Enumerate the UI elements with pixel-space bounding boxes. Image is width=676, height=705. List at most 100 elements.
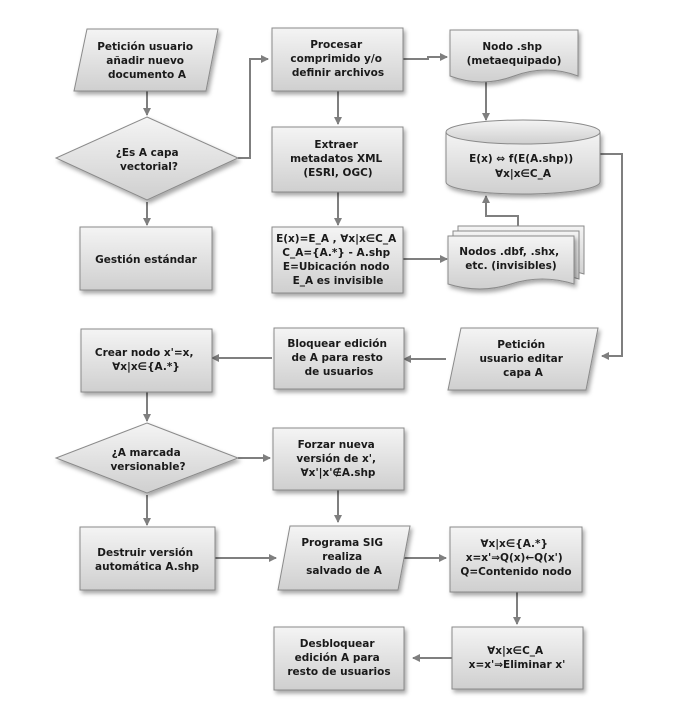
es-vectorial-line-1: ¿Es A capa bbox=[116, 147, 179, 159]
destruir-version-line-1: Destruir versión bbox=[97, 547, 193, 559]
edge-vectorial-to-procesar bbox=[238, 55, 269, 159]
definicion-ca-line-1: E(x)=E_A , ∀x|x∈C_A bbox=[276, 233, 397, 245]
eliminar-label: ∀x|x∈C_A x=x'⇒Eliminar x' bbox=[469, 645, 566, 671]
node-procesar: Procesar comprimido y/o definir archivos bbox=[271, 27, 404, 92]
node-definicion-ca: E(x)=E_A , ∀x|x∈C_A C_A={A.*} - A.shp E=… bbox=[271, 226, 404, 294]
flowchart-nodes: Petición usuario añadir nuevo documento … bbox=[54, 27, 601, 691]
peticion-nuevo-line-2: añadir nuevo bbox=[106, 55, 184, 67]
nodo-shp-line-2: (metaequipado) bbox=[467, 55, 562, 67]
es-vectorial-shape bbox=[54, 116, 240, 201]
definicion-ca-line-3: E=Ubicación nodo bbox=[283, 261, 390, 273]
eliminar-shape bbox=[451, 626, 584, 690]
node-versionable: ¿A marcada versionable? bbox=[54, 422, 240, 494]
gestion-estandar-line-1: Gestión estándar bbox=[95, 254, 198, 266]
base-datos-line-2: ∀x|x∈C_A bbox=[495, 168, 552, 180]
gestion-estandar-shape bbox=[79, 226, 213, 291]
definicion-ca-shape bbox=[271, 226, 404, 294]
procesar-line-1: Procesar bbox=[310, 39, 363, 51]
extraer-metadatos-label: Extraer metadatos XML (ESRI, OGC) bbox=[290, 139, 386, 179]
bloquear-shape bbox=[273, 327, 405, 390]
flowchart-edges bbox=[143, 53, 623, 662]
nodos-invisibles-front bbox=[447, 235, 575, 290]
nodo-shp-label: Nodo .shp (metaequipado) bbox=[467, 41, 562, 67]
edge-procesar-to-nodo-shp bbox=[403, 53, 448, 61]
edge-nodos-to-db bbox=[482, 195, 519, 232]
versionable-line-2: versionable? bbox=[110, 461, 185, 473]
peticion-nuevo-line-3: documento A bbox=[108, 69, 187, 81]
peticion-editar-line-2: usuario editar bbox=[479, 353, 563, 365]
programa-sig-line-3: salvado de A bbox=[306, 565, 383, 577]
desbloquear-shape bbox=[273, 626, 405, 691]
procesar-line-3: definir archivos bbox=[292, 67, 384, 79]
bloquear-line-1: Bloquear edición bbox=[287, 338, 387, 350]
bloquear-line-3: de usuarios bbox=[305, 366, 374, 378]
nodo-shp-line-1: Nodo .shp bbox=[482, 41, 542, 53]
extraer-metadatos-line-2: metadatos XML bbox=[290, 153, 382, 165]
node-eliminar: ∀x|x∈C_A x=x'⇒Eliminar x' bbox=[451, 626, 584, 690]
peticion-nuevo-label: Petición usuario añadir nuevo documento … bbox=[97, 41, 197, 81]
nodos-invisibles-label: Nodos .dbf, .shx, etc. (invisibles) bbox=[459, 246, 562, 272]
contenido-nodo-shape bbox=[449, 526, 583, 593]
peticion-nuevo-shape bbox=[73, 28, 219, 92]
node-programa-sig: Programa SIG realiza salvado de A bbox=[277, 525, 411, 591]
crear-nodo-line-1: Crear nodo x'=x, bbox=[95, 347, 194, 359]
desbloquear-line-3: resto de usuarios bbox=[287, 666, 390, 678]
definicion-ca-label: E(x)=E_A , ∀x|x∈C_A C_A={A.*} - A.shp E=… bbox=[276, 233, 400, 287]
node-forzar-version: Forzar nueva versión de x', ∀x'|x'∉A.shp bbox=[272, 427, 405, 491]
bloquear-label: Bloquear edición de A para resto de usua… bbox=[287, 338, 390, 378]
node-gestion-estandar: Gestión estándar bbox=[79, 226, 213, 291]
contenido-nodo-line-2: x=x'⇒Q(x)←Q(x') bbox=[466, 552, 563, 564]
peticion-editar-line-1: Petición bbox=[497, 339, 545, 351]
node-es-vectorial: ¿Es A capa vectorial? bbox=[54, 116, 240, 201]
node-peticion-nuevo: Petición usuario añadir nuevo documento … bbox=[73, 28, 219, 92]
versionable-line-1: ¿A marcada bbox=[112, 447, 181, 459]
destruir-version-line-2: automática A.shp bbox=[95, 561, 199, 573]
programa-sig-label: Programa SIG realiza salvado de A bbox=[301, 537, 386, 577]
desbloquear-line-1: Desbloquear bbox=[300, 638, 376, 650]
desbloquear-label: Desbloquear edición A para resto de usua… bbox=[287, 638, 390, 678]
procesar-shape bbox=[271, 27, 404, 92]
edge-db-to-peticion-editar bbox=[600, 153, 623, 360]
contenido-nodo-label: ∀x|x∈{A.*} x=x'⇒Q(x)←Q(x') Q=Contenido n… bbox=[460, 538, 571, 578]
base-datos-line-1: E(x) ⇔ f(E(A.shp)) bbox=[469, 153, 573, 165]
definicion-ca-line-4: E_A es invisible bbox=[293, 275, 384, 287]
crear-nodo-line-2: ∀x|x∈{A.*} bbox=[112, 361, 180, 373]
programa-sig-line-2: realiza bbox=[322, 551, 362, 563]
forzar-version-shape bbox=[272, 427, 405, 491]
node-bloquear: Bloquear edición de A para resto de usua… bbox=[273, 327, 405, 390]
eliminar-line-1: ∀x|x∈C_A bbox=[487, 645, 544, 657]
crear-nodo-label: Crear nodo x'=x, ∀x|x∈{A.*} bbox=[95, 347, 197, 373]
versionable-shape bbox=[54, 422, 240, 494]
forzar-version-label: Forzar nueva versión de x', ∀x'|x'∉A.shp bbox=[296, 439, 379, 479]
gestion-estandar-label: Gestión estándar bbox=[95, 254, 198, 266]
node-crear-nodo: Crear nodo x'=x, ∀x|x∈{A.*} bbox=[80, 328, 213, 393]
procesar-label: Procesar comprimido y/o definir archivos bbox=[290, 39, 385, 79]
peticion-nuevo-line-1: Petición usuario bbox=[97, 41, 193, 53]
destruir-version-shape bbox=[79, 526, 216, 591]
forzar-version-line-1: Forzar nueva bbox=[298, 439, 375, 451]
contenido-nodo-line-1: ∀x|x∈{A.*} bbox=[480, 538, 548, 550]
es-vectorial-label: ¿Es A capa vectorial? bbox=[116, 147, 183, 173]
node-desbloquear: Desbloquear edición A para resto de usua… bbox=[273, 626, 405, 691]
procesar-line-2: comprimido y/o bbox=[290, 53, 382, 65]
es-vectorial-line-2: vectorial? bbox=[120, 161, 178, 173]
node-nodos-invisibles: Nodos .dbf, .shx, etc. (invisibles) bbox=[447, 225, 585, 290]
eliminar-line-2: x=x'⇒Eliminar x' bbox=[469, 659, 566, 671]
nodos-invisibles-line-2: etc. (invisibles) bbox=[465, 260, 556, 272]
forzar-version-line-2: versión de x', bbox=[296, 453, 376, 465]
forzar-version-line-3: ∀x'|x'∉A.shp bbox=[301, 467, 376, 479]
programa-sig-line-1: Programa SIG bbox=[301, 537, 383, 549]
bloquear-line-2: de A para resto bbox=[291, 352, 382, 364]
versionable-label: ¿A marcada versionable? bbox=[110, 447, 185, 473]
node-nodo-shp: Nodo .shp (metaequipado) bbox=[449, 29, 579, 83]
nodos-invisibles-line-1: Nodos .dbf, .shx, bbox=[459, 246, 559, 258]
extraer-metadatos-line-3: (ESRI, OGC) bbox=[303, 167, 372, 179]
extraer-metadatos-line-1: Extraer bbox=[314, 139, 358, 151]
contenido-nodo-line-3: Q=Contenido nodo bbox=[460, 566, 571, 578]
node-peticion-editar: Petición usuario editar capa A bbox=[447, 327, 599, 391]
destruir-version-label: Destruir versión automática A.shp bbox=[95, 547, 199, 573]
peticion-editar-shape bbox=[447, 327, 599, 391]
desbloquear-line-2: edición A para bbox=[295, 652, 380, 664]
node-base-datos: E(x) ⇔ f(E(A.shp)) ∀x|x∈C_A bbox=[445, 119, 601, 195]
